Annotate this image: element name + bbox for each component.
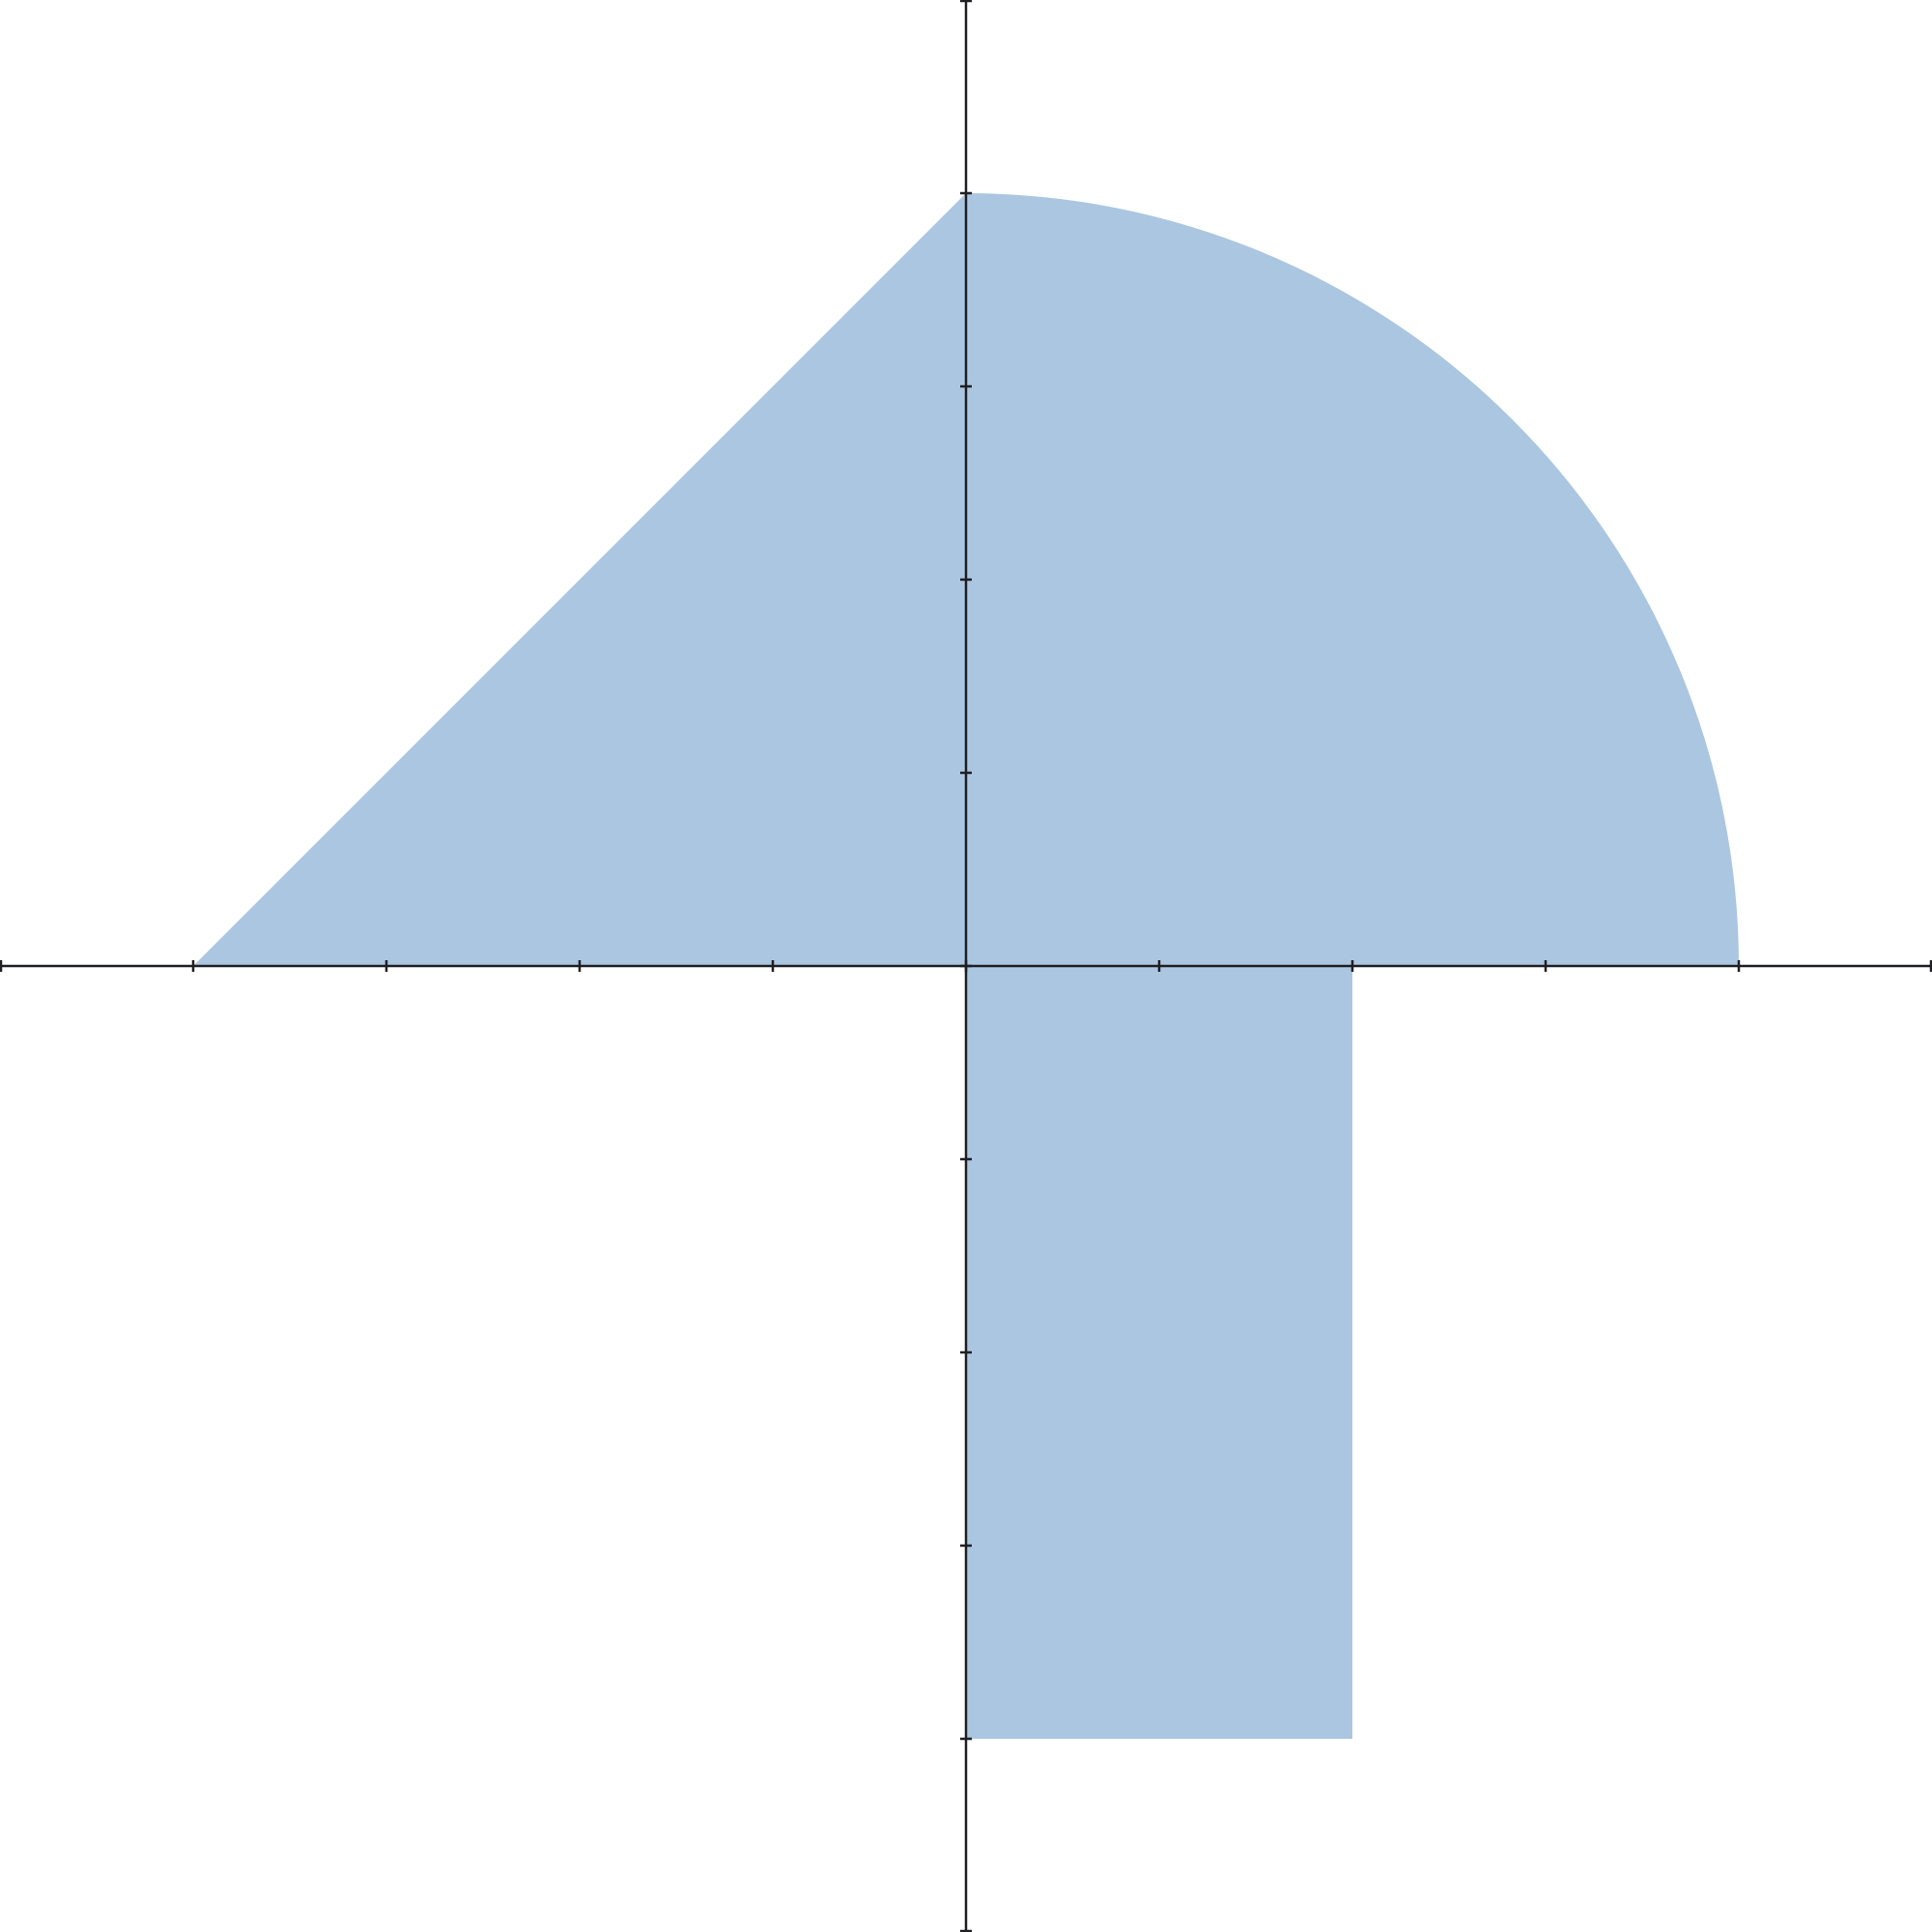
region-rectangle-q4 [966,966,1352,1739]
region-triangle-q2 [193,193,966,966]
shaded-regions [193,193,1739,1739]
region-quarter-circle-q1 [966,193,1739,966]
x-axis-ticks [0,960,1932,972]
y-axis-ticks [960,0,972,1932]
